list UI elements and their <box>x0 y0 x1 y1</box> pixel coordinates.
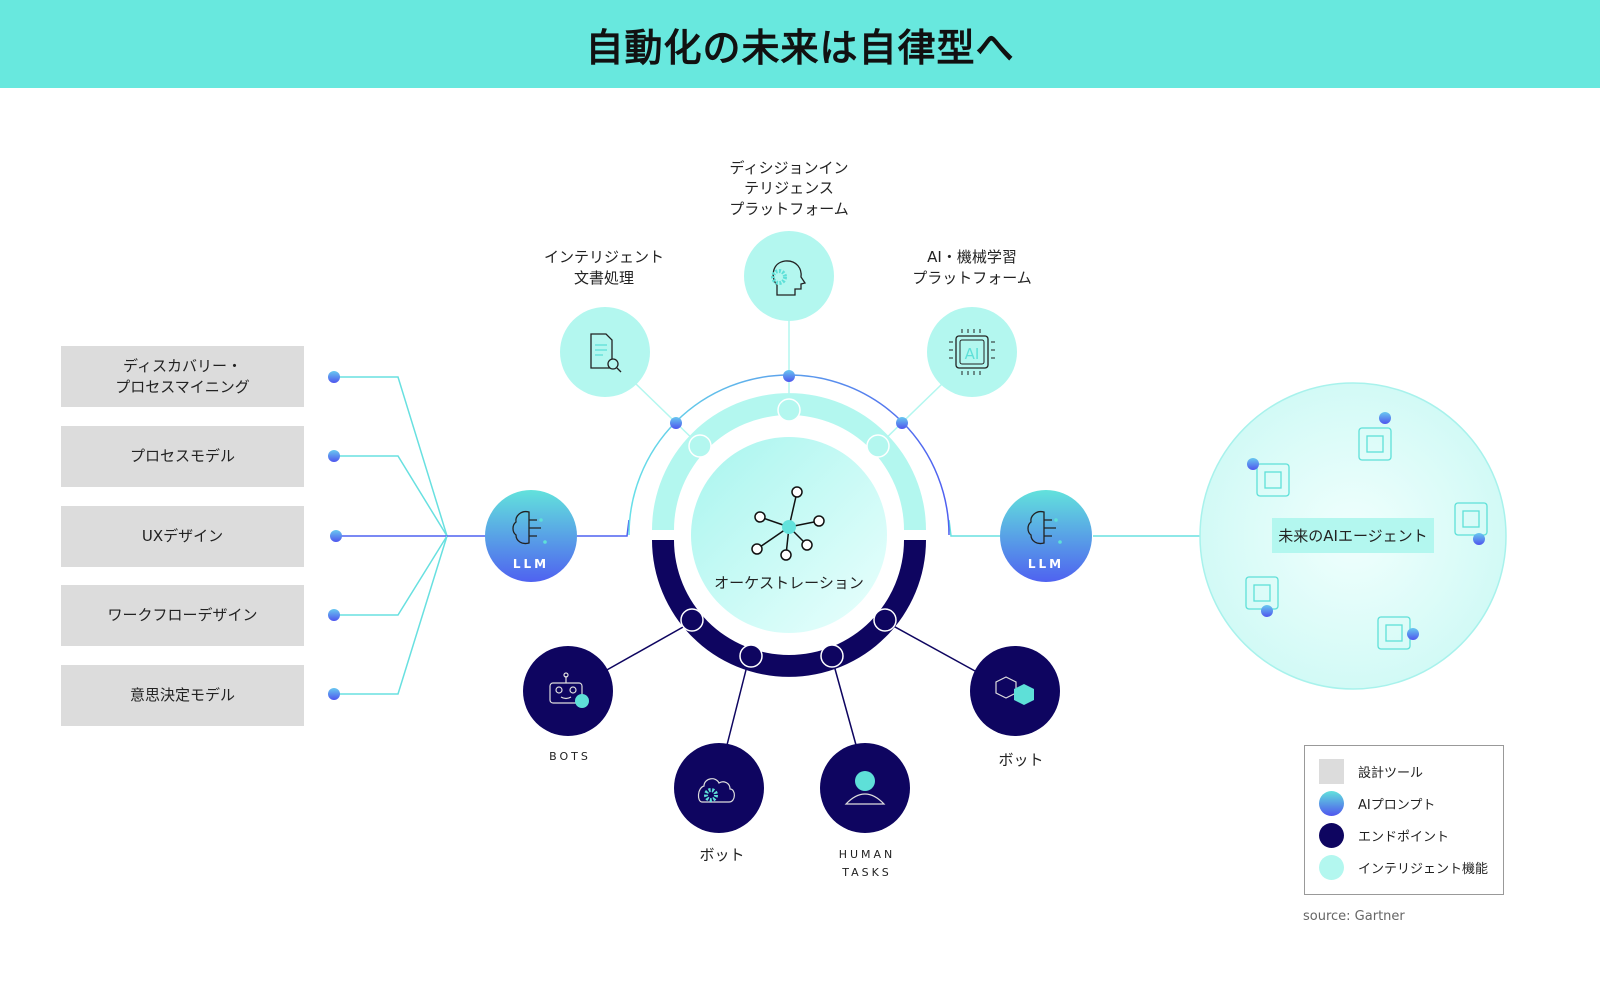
design-tool-label: プロセスモデル <box>129 447 235 465</box>
node-label: ディシジョンイン <box>730 159 849 177</box>
design-tool-box: ワークフローデザイン <box>61 585 304 646</box>
design-tool-label: ワークフローデザイン <box>107 606 258 624</box>
person-icon <box>844 771 886 805</box>
source-note: source: Gartner <box>1303 909 1405 924</box>
svg-text:AI: AI <box>965 345 980 363</box>
llm-node-right: LLM <box>1000 490 1092 582</box>
design-tool-box: ディスカバリー・ プロセスマイニング <box>61 346 304 407</box>
endpoint-label: ボット <box>998 751 1043 769</box>
design-tool-box: 意思決定モデル <box>61 665 304 726</box>
node-label: テリジェンス <box>744 179 834 197</box>
ml-platform-node: AI AI・機械学習 プラットフォーム <box>912 248 1032 397</box>
llm-label: LLM <box>1028 557 1064 571</box>
endpoint-label: BOTS <box>549 750 591 763</box>
decision-intelligence-node: ディシジョンイン テリジェンス プラットフォーム <box>729 159 849 321</box>
legend-item: 設計ツール <box>1319 759 1423 784</box>
page-title: 自動化の未来は自律型へ <box>585 25 1015 70</box>
legend-item: インテリジェント機能 <box>1319 855 1488 880</box>
endpoint-label: ボット <box>699 846 744 864</box>
intelligence-band <box>652 393 926 530</box>
future-ai-agent-label: 未来のAIエージェント <box>1272 518 1434 553</box>
legend-label: インテリジェント機能 <box>1358 862 1489 877</box>
cloud-gear-icon <box>697 778 735 803</box>
llm-node-left: LLM <box>485 490 577 582</box>
endpoint-label: HUMAN <box>839 848 896 861</box>
connector-dots <box>328 371 342 700</box>
legend-swatch-square <box>1319 759 1344 784</box>
intelligent-document-node: インテリジェント 文書処理 <box>544 248 664 397</box>
design-tool-box: プロセスモデル <box>61 426 304 487</box>
document-search-icon <box>590 333 622 373</box>
endpoint-spokes <box>604 621 976 746</box>
legend-item: エンドポイント <box>1319 823 1449 848</box>
hex-bot-endpoint: ボット <box>970 646 1060 769</box>
design-tool-box: UXデザイン <box>61 506 304 567</box>
design-tool-connectors <box>334 376 1200 695</box>
design-tool-label: ディスカバリー・ プロセスマイニング <box>115 356 250 396</box>
arc-dots <box>670 370 908 429</box>
node-label: プラットフォーム <box>912 269 1032 287</box>
design-tool-label: 意思決定モデル <box>129 686 235 704</box>
node-label: 文書処理 <box>574 269 634 287</box>
agent-dots <box>1247 412 1485 640</box>
header-banner: 自動化の未来は自律型へ <box>0 0 1600 88</box>
hexagon-icon <box>995 676 1034 705</box>
cloud-bot-endpoint: ボット <box>674 743 764 864</box>
legend-label: AIプロンプト <box>1358 798 1436 813</box>
brain-circuit-icon <box>512 510 547 545</box>
orchestration-core: オーケストレーション <box>691 437 887 633</box>
legend-swatch-circle <box>1319 791 1344 816</box>
human-tasks-endpoint: HUMAN TASKS <box>820 743 910 879</box>
bots-endpoint: BOTS <box>523 646 613 763</box>
band-rings <box>680 398 897 668</box>
legend-swatch-circle <box>1319 823 1344 848</box>
network-hub-icon <box>751 486 825 561</box>
llm-label: LLM <box>513 557 549 571</box>
orchestration-label: オーケストレーション <box>714 574 864 592</box>
legend-item: AIプロンプト <box>1319 791 1435 816</box>
legend-label: エンドポイント <box>1358 830 1450 845</box>
endpoint-band <box>652 540 926 677</box>
intelligence-spokes <box>635 320 943 447</box>
head-gear-icon <box>771 260 807 296</box>
node-label: AI・機械学習 <box>927 248 1017 266</box>
design-tool-label: UXデザイン <box>141 527 224 545</box>
node-label: インテリジェント <box>544 248 664 266</box>
legend-label: 設計ツール <box>1358 766 1424 781</box>
brain-circuit-icon <box>1027 510 1062 545</box>
node-label: プラットフォーム <box>729 200 849 218</box>
legend: 設計ツール AIプロンプト エンドポイント インテリジェント機能 <box>1304 745 1504 895</box>
ai-chip-icon: AI <box>949 329 995 375</box>
endpoint-label: TASKS <box>841 866 892 879</box>
robot-icon <box>549 672 589 708</box>
legend-swatch-circle <box>1319 855 1344 880</box>
